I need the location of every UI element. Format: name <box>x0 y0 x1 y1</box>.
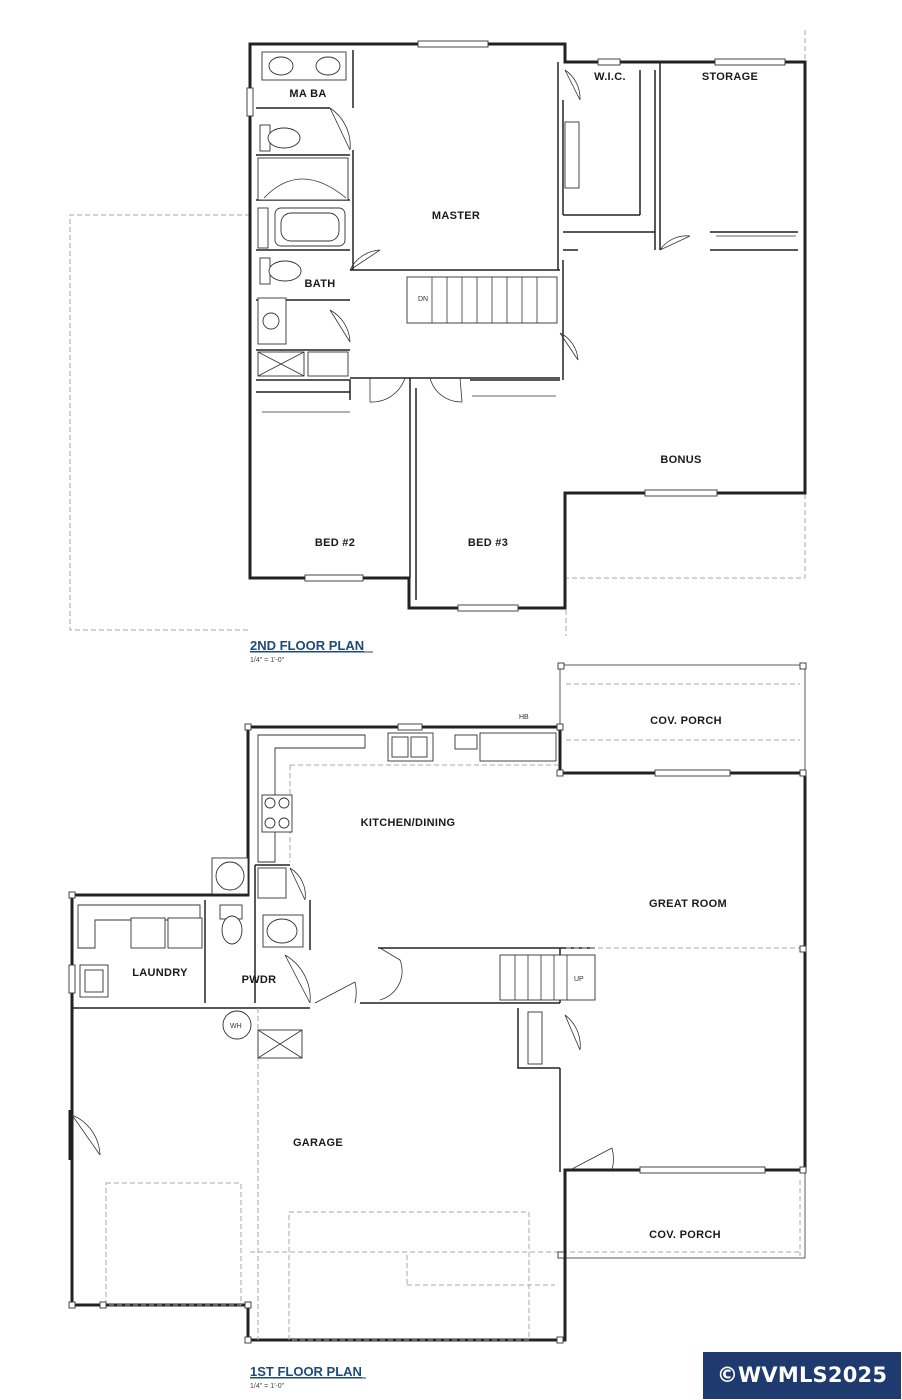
water-heater-label: WH <box>230 1023 242 1030</box>
room-label-cov-porch-bottom: COV. PORCH <box>649 1229 721 1241</box>
room-label-cov-porch-top: COV. PORCH <box>650 715 722 727</box>
hose-bib-label: HB <box>519 714 529 721</box>
room-label-kitchen-dining: KITCHEN/DINING <box>361 817 456 829</box>
room-label-wic: W.I.C. <box>594 71 626 83</box>
room-label-pwdr: PWDR <box>242 974 277 986</box>
stair-up-label: UP <box>574 976 584 983</box>
stair-down-label: DN <box>418 296 428 303</box>
room-label-bath: BATH <box>305 278 336 290</box>
second-floor-plan: DN MA BA MASTER W.I.C. STORAGE BATH BONU… <box>69 30 807 664</box>
room-label-ma-ba: MA BA <box>289 88 326 100</box>
second-floor-scale: 1/4" = 1'-0" <box>250 657 285 664</box>
room-label-great-room: GREAT ROOM <box>649 898 727 910</box>
room-label-master: MASTER <box>432 210 480 222</box>
room-label-bed-2: BED #2 <box>315 537 355 549</box>
room-label-bed-3: BED #3 <box>468 537 508 549</box>
second-floor-title: 2ND FLOOR PLAN <box>250 638 364 653</box>
room-label-storage: STORAGE <box>702 71 758 83</box>
room-label-laundry: LAUNDRY <box>132 967 188 979</box>
first-floor-title: 1ST FLOOR PLAN <box>250 1364 362 1379</box>
room-label-garage: GARAGE <box>293 1137 343 1149</box>
first-floor-stair: UP <box>499 954 596 1001</box>
first-floor-plan: UP HB WH COV. PORCH KITCHEN/DINING GREAT… <box>68 662 807 1390</box>
mls-watermark: ©WVMLS2025 <box>703 1352 901 1399</box>
second-floor-stair: DN <box>406 276 558 324</box>
room-label-bonus: BONUS <box>660 454 701 466</box>
first-floor-scale: 1/4" = 1'-0" <box>250 1383 285 1390</box>
